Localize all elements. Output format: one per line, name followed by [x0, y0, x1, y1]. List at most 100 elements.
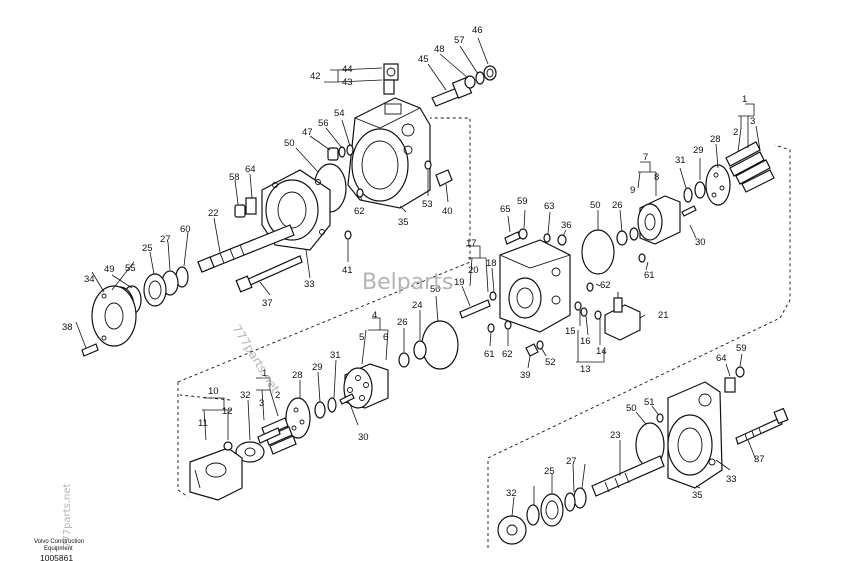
solenoid-21 — [604, 292, 641, 341]
dashed-assembly-outlines — [177, 117, 791, 548]
bottom-right-assembly — [497, 366, 789, 545]
callout-65: 65 — [500, 204, 511, 215]
callout-23: 23 — [610, 430, 621, 441]
callout-25b: 25 — [544, 466, 555, 477]
cylinder-barrel-8 — [637, 195, 681, 245]
callout-32: 32 — [240, 390, 251, 401]
ring-27b-bottom — [564, 492, 576, 512]
ring-52 — [536, 340, 544, 350]
callout-48: 48 — [434, 44, 445, 55]
callout-31b: 31 — [330, 350, 341, 361]
elbow-fitting — [383, 63, 399, 95]
callout-35: 35 — [398, 217, 409, 228]
callout-64: 64 — [245, 164, 256, 175]
callout-58: 58 — [229, 172, 240, 183]
callout-16: 16 — [580, 336, 591, 347]
callout-51: 51 — [644, 397, 655, 408]
bearing-25-bottom — [540, 493, 564, 527]
middle-left-assembly — [189, 320, 459, 501]
o-ring-50-right — [581, 229, 615, 275]
pin-41 — [344, 230, 352, 240]
callout-1: 1 — [742, 94, 747, 105]
footer-equipment: Equipment — [44, 546, 73, 552]
callout-40: 40 — [442, 206, 453, 217]
footer-company: Volvo Construction — [34, 539, 84, 545]
callout-46: 46 — [472, 25, 483, 36]
callout-7: 7 — [643, 152, 648, 163]
callout-6: 6 — [383, 332, 388, 343]
plate-32-mid — [235, 441, 265, 463]
seal-cover-34 — [91, 285, 137, 347]
fitting-63 — [543, 233, 551, 243]
ring-62-center-b — [504, 320, 512, 330]
top-right-assembly — [581, 141, 775, 275]
leader-lines — [75, 37, 761, 517]
callout-32b: 32 — [506, 488, 517, 499]
callout-57: 57 — [454, 35, 465, 46]
ring-51 — [656, 413, 664, 423]
callout-59b: 59 — [736, 343, 747, 354]
callout-49: 49 — [104, 264, 115, 275]
valve-block — [499, 239, 571, 333]
callout-63: 63 — [544, 201, 555, 212]
piston-set-mid — [257, 417, 297, 455]
ring-18 — [489, 291, 497, 301]
callout-35b: 35 — [692, 490, 703, 501]
ring-61-top — [638, 253, 646, 263]
callout-41: 41 — [342, 265, 353, 276]
spring-30-mid — [339, 393, 355, 405]
center-assembly — [459, 228, 641, 357]
callout-54: 54 — [334, 108, 345, 119]
callout-29: 29 — [693, 145, 704, 156]
callout-labels: 1 2 3 28 29 31 7 8 9 26 50 30 61 36 63 5… — [62, 25, 765, 501]
callout-55: 55 — [125, 263, 136, 274]
ring-59-bottom — [735, 366, 745, 378]
callout-2: 2 — [733, 127, 738, 138]
callout-61: 61 — [644, 270, 655, 281]
ring-9 — [629, 227, 639, 241]
callout-44: 44 — [342, 64, 353, 75]
fitting-36 — [557, 234, 567, 246]
callout-38: 38 — [62, 322, 73, 333]
callout-36: 36 — [561, 220, 572, 231]
callout-17: 17 — [466, 238, 477, 249]
small-fittings-housing — [327, 144, 453, 198]
callout-8: 8 — [654, 172, 659, 183]
callout-56: 56 — [318, 118, 329, 129]
ring-31-mid — [327, 397, 337, 413]
spring-30-top — [681, 205, 697, 217]
ring-27c-bottom — [526, 504, 540, 526]
callout-5: 5 — [359, 332, 364, 343]
footer-ref-id: 1005861 — [40, 553, 73, 561]
callout-28: 28 — [710, 134, 721, 145]
pump-housing-top — [347, 97, 431, 209]
plate-32-bottom — [497, 515, 527, 545]
callout-21: 21 — [658, 310, 669, 321]
callout-61b: 61 — [484, 349, 495, 360]
callout-43: 43 — [342, 77, 353, 88]
bolt-37-bottom — [735, 407, 789, 445]
callout-19: 19 — [454, 277, 465, 288]
callout-50c: 50 — [284, 138, 295, 149]
callout-39: 39 — [520, 370, 531, 381]
callout-26b: 26 — [397, 317, 408, 328]
callout-42: 42 — [310, 71, 321, 82]
bolt-37-top — [235, 255, 303, 293]
callout-15: 15 — [565, 326, 576, 337]
callout-50d: 50 — [626, 403, 637, 414]
plug-and-rings-top — [431, 65, 497, 107]
callout-64b: 64 — [716, 353, 727, 364]
callout-37: 37 — [262, 298, 273, 309]
callout-30: 30 — [695, 237, 706, 248]
drive-shaft-23 — [591, 455, 665, 497]
callout-18: 18 — [486, 258, 497, 269]
retainer-plate-28-top — [705, 164, 731, 206]
callout-27b: 27 — [566, 456, 577, 467]
callout-1b: 1 — [262, 368, 267, 379]
ring-29-mid — [314, 401, 326, 419]
callout-60: 60 — [180, 224, 191, 235]
callout-12: 12 — [222, 406, 233, 417]
callout-30b: 30 — [358, 432, 369, 443]
callout-50b: 50 — [430, 284, 441, 295]
